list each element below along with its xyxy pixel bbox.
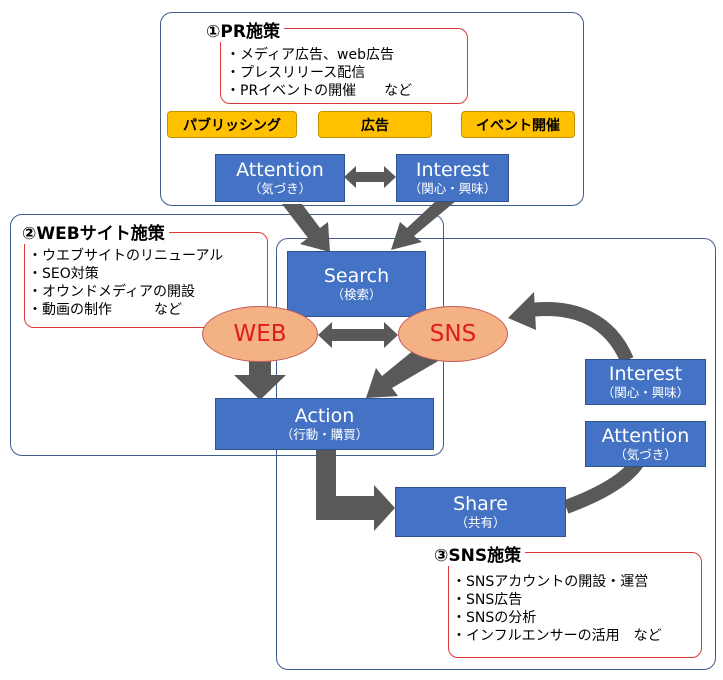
interest-box-top: Interest （関心・興味） [396, 154, 509, 202]
attention-right-label: Attention [601, 425, 690, 447]
search-label: Search [323, 265, 390, 287]
action-sub: （行動・購買） [280, 427, 369, 442]
search-sub: （検索） [331, 287, 382, 302]
arrow-loop-head [508, 292, 536, 330]
web-bullet-list: ・ウエブサイトのリニューアル ・SEO対策 ・オウンドメディアの開設 ・動画の制… [28, 247, 223, 319]
share-label: Share [453, 493, 508, 515]
attention-box-top: Attention （気づき） [215, 154, 345, 202]
interest-box-right: Interest （関心・興味） [585, 359, 706, 405]
web-ellipse: WEB [202, 306, 318, 362]
sns-notes-box [448, 552, 702, 658]
sns-section-frame [276, 238, 716, 670]
arrow-web-sns [318, 322, 398, 348]
attention-right-sub: （気づき） [614, 447, 677, 462]
share-box: Share （共有） [395, 487, 566, 537]
arrow-sns-to-action [366, 345, 440, 398]
pr-bullet: ・プレスリリース配信 [226, 65, 366, 81]
arrow-loop-to-sns [529, 302, 634, 363]
web-section-title: ②WEBサイト施策 [18, 219, 169, 244]
search-box: Search （検索） [287, 251, 426, 317]
sns-bullet: ・インフルエンサーの活用 など [452, 628, 662, 644]
sns-bullet-list: ・SNSアカウントの開設・運営 ・SNS広告 ・SNSの分析 ・インフルエンサー… [452, 573, 662, 645]
interest-right-label: Interest [608, 363, 683, 385]
pr-section-frame [160, 12, 584, 206]
share-sub: （共有） [455, 515, 506, 530]
web-bullet: ・動画の制作 など [28, 302, 182, 318]
sns-section-title: ③SNS施策 [430, 541, 526, 566]
sns-ellipse: SNS [398, 306, 508, 362]
interest-top-sub: （関心・興味） [408, 181, 497, 196]
sns-bullet: ・SNSアカウントの開設・運営 [452, 574, 649, 590]
arrow-web-to-action [234, 356, 286, 400]
arrow-attention-interest-top [344, 166, 396, 188]
attention-top-label: Attention [236, 159, 324, 181]
sns-bullet: ・SNS広告 [452, 592, 523, 608]
arrow-attention-to-search [282, 204, 330, 252]
action-box: Action （行動・購買） [215, 398, 434, 450]
arrow-interest-to-search [391, 200, 457, 250]
sns-bullet: ・SNSの分析 [452, 610, 537, 626]
attention-top-sub: （気づき） [248, 181, 312, 196]
pr-bullet-list: ・メディア広告、web広告 ・プレスリリース配信 ・PRイベントの開催 など [226, 46, 412, 100]
pr-section-title: ①PR施策 [202, 17, 284, 42]
arrow-action-to-share [316, 448, 395, 531]
interest-right-sub: （関心・興味） [601, 385, 690, 400]
tag-publishing: パブリッシング [167, 111, 297, 138]
action-label: Action [294, 405, 355, 427]
pr-bullet: ・PRイベントの開催 など [226, 83, 413, 99]
web-bullet: ・オウンドメディアの開設 [28, 284, 196, 300]
tag-advertising: 広告 [318, 111, 432, 138]
web-bullet: ・SEO対策 [28, 266, 99, 282]
attention-box-right: Attention （気づき） [585, 421, 706, 467]
interest-top-label: Interest [415, 159, 490, 181]
pr-bullet: ・メディア広告、web広告 [226, 47, 394, 63]
tag-event: イベント開催 [461, 111, 575, 138]
web-bullet: ・ウエブサイトのリニューアル [28, 248, 224, 264]
